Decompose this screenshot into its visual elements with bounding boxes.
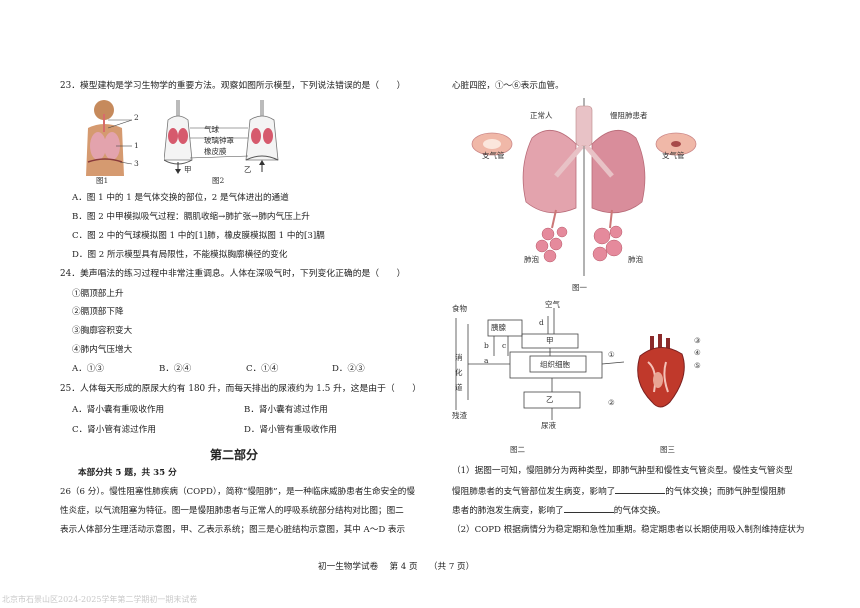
q26-sub1-line-1: （1）据图一可知，慢阻肺分为两种类型，即肺气肿型和慢性支气管炎型。慢性支气管炎型 xyxy=(452,466,793,476)
fig-one-normal-title: 正常人 xyxy=(530,111,553,120)
figure-1 xyxy=(82,98,154,178)
fig1-caption: 图1 xyxy=(96,176,109,185)
figure-one xyxy=(452,98,712,278)
fig-two-food: 食物 xyxy=(452,304,467,313)
q24-item-1: ①膈顶部上升 xyxy=(72,289,124,299)
fig-two-letter-b: b xyxy=(484,341,489,350)
q24-item-2: ②膈顶部下降 xyxy=(72,307,124,317)
fig-one-caption: 图一 xyxy=(572,283,587,292)
part2-note: 本部分共 5 题，共 35 分 xyxy=(78,468,177,478)
fig2-label-balloon: 气球 xyxy=(204,125,219,134)
fig-two-digest-3: 道 xyxy=(455,383,463,392)
fig-three-mark-3: ③ xyxy=(694,336,701,345)
q26-sub1-line-3-tail: 的气体交换。 xyxy=(613,506,666,516)
q26-right-top: 心脏四腔，①～⑥表示血管。 xyxy=(452,81,564,91)
part2-title: 第二部分 xyxy=(210,448,259,462)
fig-two-caption: 图二 xyxy=(510,445,525,454)
q23-stem: 23．模型建构是学习生物学的重要方法。观察如图所示模型，下列说法错误的是（ ） xyxy=(60,81,406,91)
figure-three-heart xyxy=(630,332,690,412)
figure-2 xyxy=(163,98,284,178)
q26-sub1-line-2-tail: 的气体交换；而肺气肿型慢阻肺 xyxy=(665,487,786,497)
fig-two-letter-d: d xyxy=(539,318,544,327)
q24-item-3: ③胸廓容积变大 xyxy=(72,326,133,336)
q25-option-c: C．肾小管有滤过作用 xyxy=(72,425,156,435)
fig-three-mark-2: ② xyxy=(608,398,615,407)
fig-one-alveolus-left: 肺泡 xyxy=(524,255,539,264)
fig-three-caption: 图三 xyxy=(660,445,675,454)
q24-item-4: ④肺内气压增大 xyxy=(72,345,133,355)
fig-two-digest-1: 消 xyxy=(455,353,463,362)
fig1-label-2: 2 xyxy=(134,113,139,122)
fig-two-tissue: 组织细胞 xyxy=(540,360,570,369)
fig2-label-yi: 乙 xyxy=(244,165,252,174)
watermark: 北京市石景山区2024-2025学年第二学期初一期末试卷 xyxy=(2,595,198,604)
q26-line-3: 表示人体部分生理活动示意图，甲、乙表示系统；图三是心脏结构示意图，其中 A～D … xyxy=(60,525,406,535)
fig-two-letter-a: a xyxy=(484,356,489,365)
figure-two xyxy=(448,300,628,430)
q25-option-b: B．肾小囊有滤过作用 xyxy=(244,405,328,415)
q24-option-a: A．①③ xyxy=(72,364,104,374)
fig-one-bronchus-left: 支气管 xyxy=(482,151,505,160)
fig-two-jia: 甲 xyxy=(546,336,554,345)
fig-two-urine: 尿液 xyxy=(541,421,556,430)
fig-two-yi: 乙 xyxy=(546,395,554,404)
q26-sub1-line-3: 患者的肺泡发生病变，影响了 的气体交换。 xyxy=(452,503,665,517)
fig-one-bronchus-right: 支气管 xyxy=(662,151,685,160)
q24-option-c: C．①④ xyxy=(246,364,279,374)
q23-option-b: B．图 2 中甲模拟吸气过程：膈肌收缩→肺扩张→肺内气压上升 xyxy=(72,212,310,222)
q23-option-a: A．图 1 中的 1 是气体交换的部位，2 是气体进出的通道 xyxy=(72,193,289,203)
answer-blank-2[interactable] xyxy=(563,503,614,513)
fig2-label-jia: 甲 xyxy=(184,165,192,174)
fig1-label-3: 3 xyxy=(134,159,139,168)
answer-blank-1[interactable] xyxy=(615,484,666,494)
fig2-caption: 图2 xyxy=(212,176,225,185)
fig-two-air: 空气 xyxy=(545,300,560,309)
q26-sub1-line-2-text: 慢阻肺患者的支气管部位发生病变，影响了 xyxy=(452,487,616,497)
page-footer: 初一生物学试卷 第 4 页 （共 7 页） xyxy=(318,562,475,572)
fig-two-digest-2: 化 xyxy=(455,368,463,377)
q26-sub2: （2）COPD 根据病情分为稳定期和急性加重期。稳定期患者以长期使用吸入制剂维持… xyxy=(452,525,805,535)
q26-line-1: 26（6 分）。慢性阻塞性肺疾病（COPD），简称“慢阻肺”，是一种临床威胁患者… xyxy=(60,487,415,497)
fig-three-mark-1: ① xyxy=(608,350,615,359)
fig-two-letter-c: c xyxy=(502,341,507,350)
fig-two-pancreas: 胰腺 xyxy=(491,323,506,332)
q24-option-b: B．②④ xyxy=(159,364,192,374)
q26-line-2: 性炎症，以气流阻塞为特征。图一是慢阻肺患者与正常人的呼吸系统部分结构对比图；图二 xyxy=(60,506,404,516)
fig-three-mark-4: ④ xyxy=(694,348,701,357)
fig-three-mark-5: ⑤ xyxy=(694,361,701,370)
q23-option-d: D．图 2 所示模型具有局限性，不能模拟胸廓横径的变化 xyxy=(72,250,288,260)
q25-option-a: A．肾小囊有重吸收作用 xyxy=(72,405,165,415)
fig-two-residue: 残渣 xyxy=(452,411,467,420)
fig2-label-jar: 玻璃钟罩 xyxy=(204,136,234,145)
fig-one-copd-title: 慢阻肺患者 xyxy=(610,111,648,120)
q25-stem: 25．人体每天形成的原尿大约有 180 升，而每天排出的尿液约为 1.5 升，这… xyxy=(60,384,422,394)
fig1-label-1: 1 xyxy=(134,141,139,150)
q24-option-d: D．②③ xyxy=(332,364,365,374)
fig2-label-membrane: 橡皮膜 xyxy=(204,147,227,156)
q23-option-c: C．图 2 中的气球模拟图 1 中的[1]肺，橡皮膜模拟图 1 中的[3]膈 xyxy=(72,231,325,241)
fig-one-alveolus-right: 肺泡 xyxy=(628,255,643,264)
q26-sub1-line-3-text: 患者的肺泡发生病变，影响了 xyxy=(452,506,564,516)
q26-sub1-line-2: 慢阻肺患者的支气管部位发生病变，影响了 的气体交换；而肺气肿型慢阻肺 xyxy=(452,484,786,498)
q24-stem: 24．美声唱法的练习过程中非常注重调息。人体在深吸气时，下列变化正确的是（ ） xyxy=(60,269,406,279)
q25-option-d: D．肾小管有重吸收作用 xyxy=(244,425,337,435)
